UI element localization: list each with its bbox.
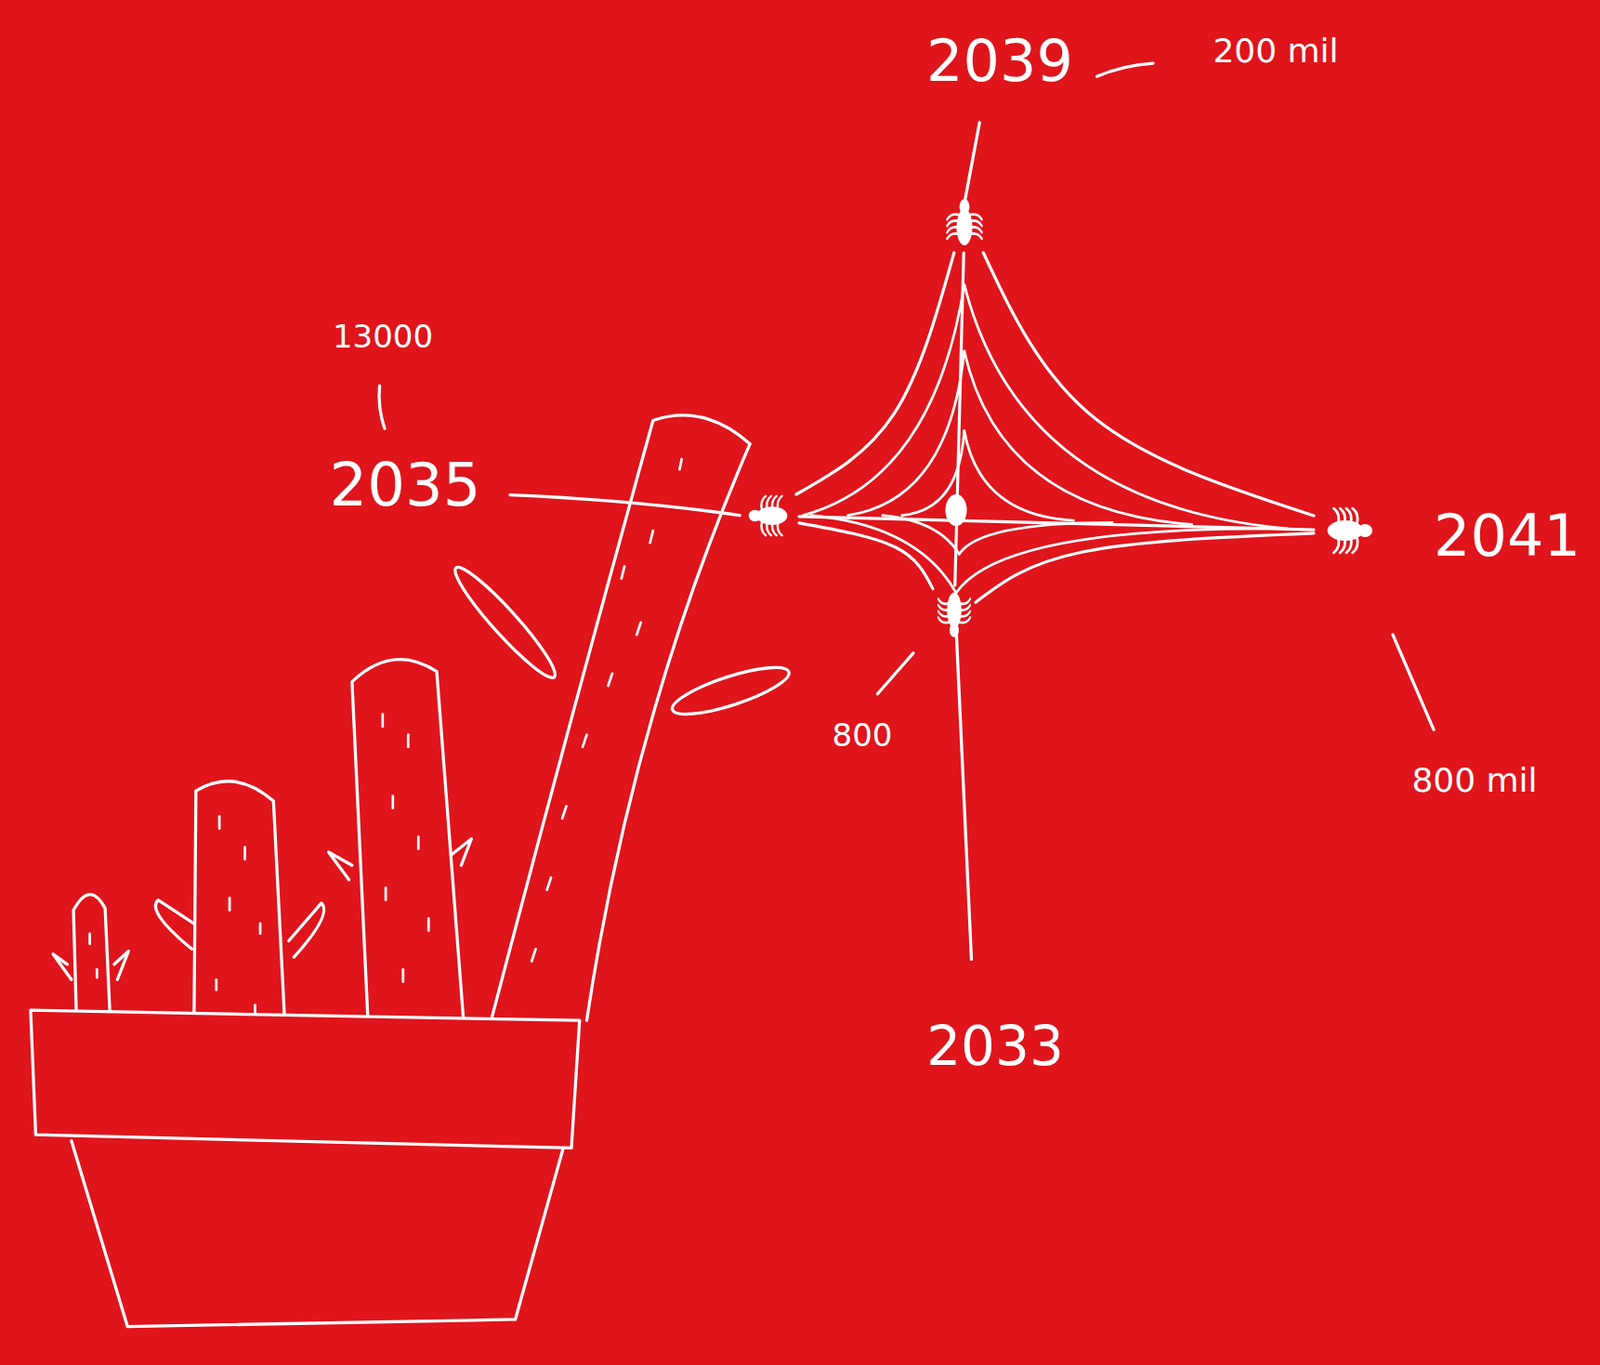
cactus-branch — [52, 954, 72, 980]
spider-shape — [741, 494, 800, 538]
year-label: 2033 — [926, 1019, 1064, 1074]
web-strand — [983, 252, 1314, 516]
value-label: 200 mil — [1212, 34, 1338, 68]
web-strand — [796, 252, 955, 495]
pot-rim — [30, 1009, 580, 1148]
leader-line — [1097, 63, 1154, 77]
pot-body — [71, 1140, 564, 1327]
web-strand — [799, 516, 1314, 530]
cactus-branch — [668, 657, 794, 723]
spider-shape — [932, 585, 976, 640]
spider-node: 2033800 — [932, 585, 976, 640]
year-label: 2041 — [1433, 507, 1581, 565]
leader-line — [1392, 634, 1434, 730]
cactus-stem — [489, 415, 750, 1026]
spider-shape — [941, 196, 988, 253]
cactus-stem — [73, 894, 111, 1022]
cactus-branch — [328, 852, 353, 880]
web-strand — [955, 252, 964, 586]
year-label: 2035 — [329, 455, 482, 515]
web-strand — [799, 523, 933, 590]
leader-line — [877, 653, 913, 695]
spider-node: 203513000 — [741, 494, 800, 538]
web-thread — [510, 495, 740, 516]
cactus-spines — [90, 459, 682, 1016]
web-strand — [975, 533, 1314, 603]
cactus-branch — [446, 559, 564, 685]
cactus-stem — [352, 659, 465, 1052]
value-label: 800 — [832, 719, 893, 751]
cactus-branch — [114, 951, 129, 981]
year-label: 2039 — [926, 32, 1074, 91]
web-thread — [964, 122, 980, 205]
spider-node: 2039200 mil — [941, 196, 988, 253]
spider-node: 2041800 mil — [1313, 506, 1381, 555]
cactus — [52, 415, 794, 1051]
cactus-branch — [288, 903, 325, 958]
cactus-stem — [194, 781, 287, 1041]
value-label: 13000 — [332, 320, 433, 353]
cactus-branch — [450, 839, 472, 866]
cactus-branch — [155, 900, 194, 950]
leader-line — [379, 385, 385, 429]
spider-shape — [1313, 506, 1381, 555]
web-thread — [956, 627, 971, 959]
value-label: 800 mil — [1411, 763, 1537, 798]
